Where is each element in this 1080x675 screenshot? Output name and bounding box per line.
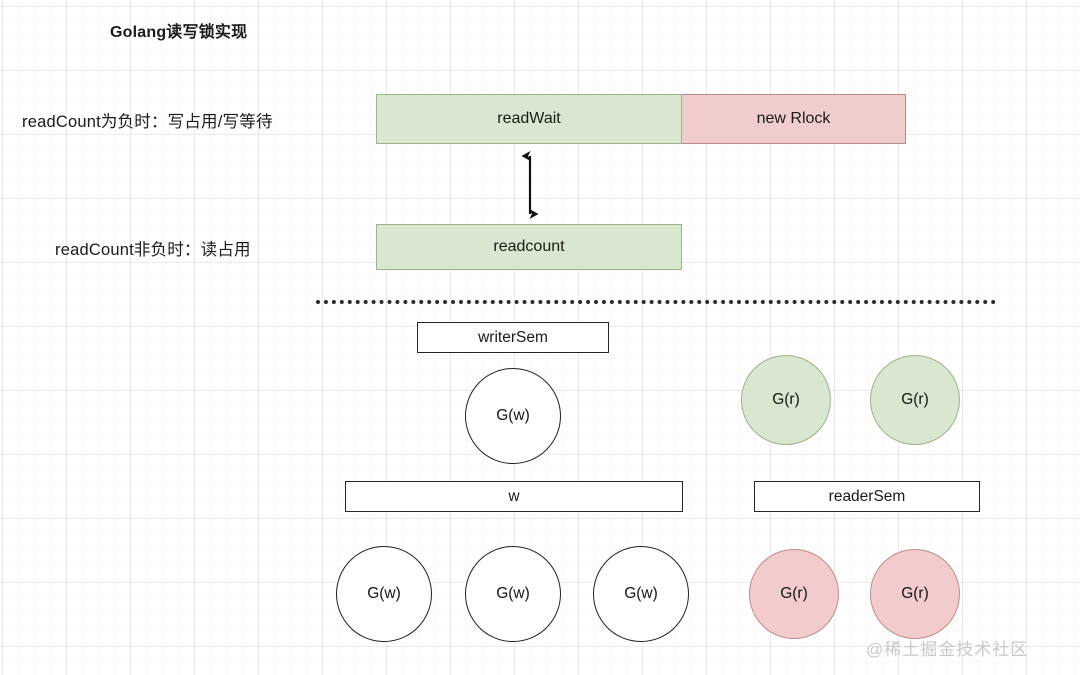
circle-waiting-reader-2[interactable]: G(r) [870,549,960,639]
box-readcount[interactable]: readcount [376,224,682,270]
circle-active-writer[interactable]: G(w) [465,368,561,464]
watermark: @稀土掘金技术社区 [866,640,1029,659]
box-new-rlock[interactable]: new Rlock [682,94,906,144]
section-divider [316,300,996,304]
box-reader-sem[interactable]: readerSem [754,481,980,512]
label-readcount-nonnegative: readCount非负时：读占用 [55,241,251,259]
circle-active-reader-2[interactable]: G(r) [870,355,960,445]
circle-waiting-writer-3[interactable]: G(w) [593,546,689,642]
circle-active-reader-1[interactable]: G(r) [741,355,831,445]
bidirectional-arrow-icon [512,144,548,231]
circle-waiting-writer-2[interactable]: G(w) [465,546,561,642]
box-w-mutex[interactable]: w [345,481,683,512]
page-title: Golang读写锁实现 [110,24,248,41]
circle-waiting-writer-1[interactable]: G(w) [336,546,432,642]
box-read-wait[interactable]: readWait [376,94,682,144]
box-writer-sem[interactable]: writerSem [417,322,609,353]
circle-waiting-reader-1[interactable]: G(r) [749,549,839,639]
label-readcount-negative: readCount为负时：写占用/写等待 [22,113,273,131]
